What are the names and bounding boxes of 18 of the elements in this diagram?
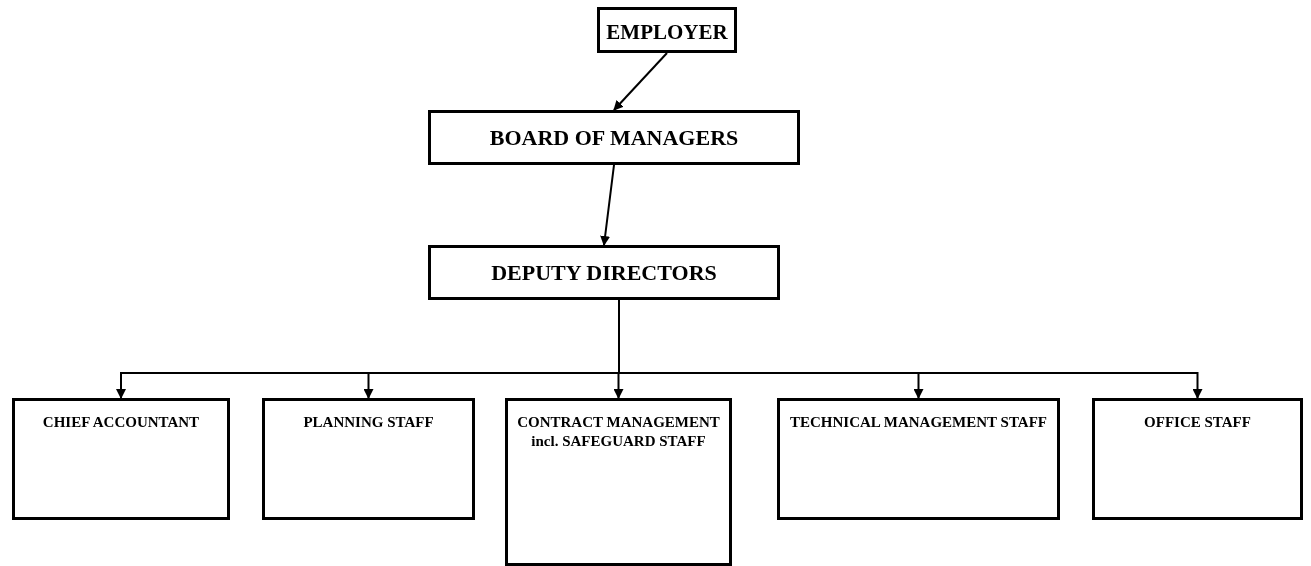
org-box [262,398,475,520]
box-label: TECHNICAL MANAGEMENT STAFF [789,413,1048,432]
box-label: EMPLOYER [605,18,729,46]
org-box [777,398,1060,520]
org-box [428,110,800,165]
org-box [505,398,732,566]
connector-arrow [600,164,615,246]
org-box [12,398,230,520]
box-label: DEPUTY DIRECTORS [490,258,718,287]
org-box [597,7,737,53]
connector-arrow [613,52,668,111]
box-label: PLANNING STAFF [302,413,435,432]
box-label: OFFICE STAFF [1143,413,1252,432]
org-box [428,245,780,300]
box-label: CHIEF ACCOUNTANT [41,413,201,432]
org-box [1092,398,1303,520]
box-label: CONTRACT MANAGEMENT incl. SAFEGUARD STAFF [516,413,721,451]
box-label: BOARD OF MANAGERS [488,123,740,152]
